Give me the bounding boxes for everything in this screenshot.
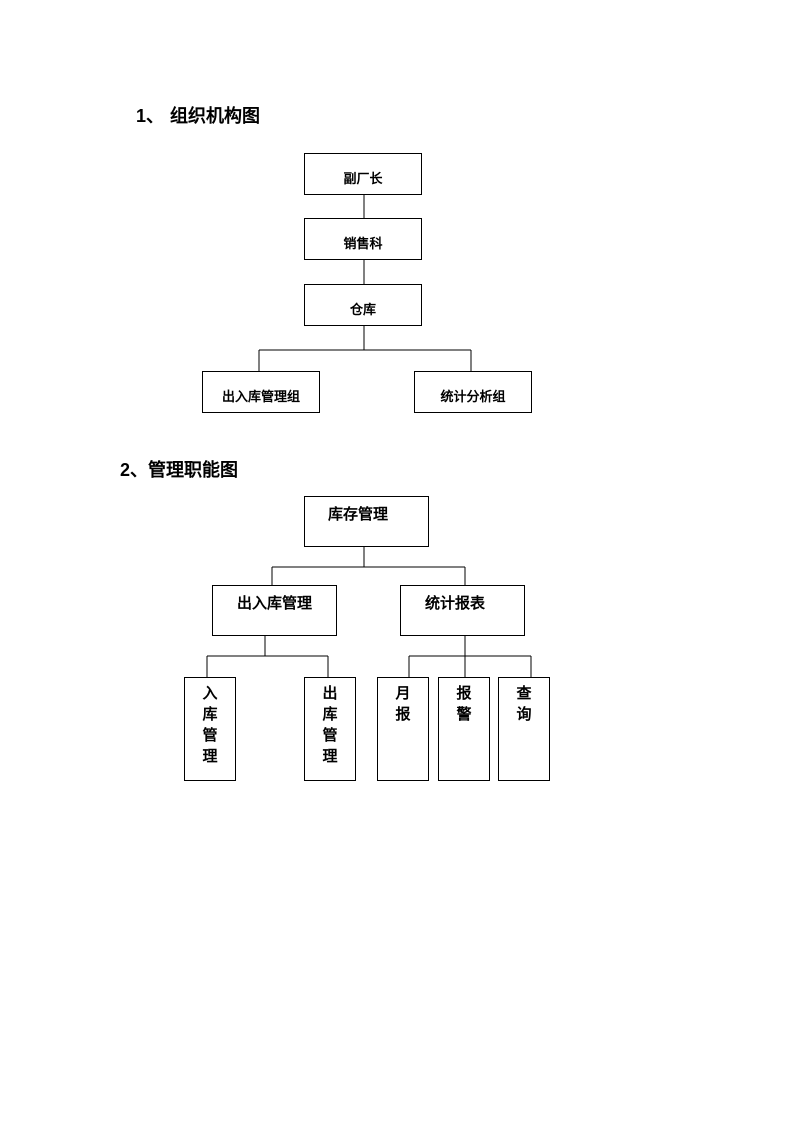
fn-label-inventory-management: 库存管理 [328, 505, 389, 523]
section-2-heading: 2、管理职能图 [120, 459, 238, 482]
section-1-number: 1 [136, 106, 147, 126]
fn-char: 询 [516, 705, 532, 723]
org-box-vice-director: 副厂长 [304, 153, 422, 195]
org-box-warehouse: 仓库 [304, 284, 422, 326]
org-label-warehouse: 仓库 [349, 302, 376, 318]
fn-box-alarm: 报 警 [438, 677, 490, 781]
org-label-vice-director: 副厂长 [343, 171, 383, 187]
fn-box-monthly-report: 月 报 [377, 677, 429, 781]
section-1-heading: 1、组织机构图 [136, 105, 260, 128]
fn-box-outbound-management: 出 库 管 理 [304, 677, 356, 781]
fn-char: 理 [202, 747, 218, 765]
section-1-separator: 、 [146, 106, 165, 127]
org-box-io-management-group: 出入库管理组 [202, 371, 320, 413]
fn-box-query: 查 询 [498, 677, 550, 781]
fn-char: 理 [322, 747, 338, 765]
fn-char: 报 [456, 684, 472, 702]
fn-box-statistical-reports: 统计报表 [400, 585, 525, 636]
fn-label-io-management: 出入库管理 [236, 594, 312, 612]
fn-char: 出 [322, 684, 338, 702]
fn-char: 入 [202, 684, 218, 702]
fn-char: 报 [395, 705, 411, 723]
org-label-io-management-group: 出入库管理组 [221, 389, 300, 405]
section-2-separator: 、 [130, 460, 149, 481]
fn-char: 管 [322, 726, 338, 744]
section-1-title: 组织机构图 [170, 106, 261, 127]
fn-char: 库 [322, 705, 338, 723]
fn-char: 管 [202, 726, 218, 744]
fn-char: 警 [456, 705, 472, 723]
org-box-sales: 销售科 [304, 218, 422, 260]
fn-char: 库 [202, 705, 218, 723]
fn-char: 查 [516, 684, 532, 702]
fn-box-io-management: 出入库管理 [212, 585, 337, 636]
fn-label-statistical-reports: 统计报表 [425, 594, 486, 612]
section-2-number: 2 [120, 460, 131, 480]
fn-box-inbound-management: 入 库 管 理 [184, 677, 236, 781]
fn-box-inventory-management: 库存管理 [304, 496, 429, 547]
org-box-statistics-group: 统计分析组 [414, 371, 532, 413]
section-2-title: 管理职能图 [148, 460, 239, 481]
fn-char: 月 [395, 684, 411, 702]
org-label-statistics-group: 统计分析组 [440, 389, 506, 405]
org-label-sales: 销售科 [343, 236, 383, 252]
